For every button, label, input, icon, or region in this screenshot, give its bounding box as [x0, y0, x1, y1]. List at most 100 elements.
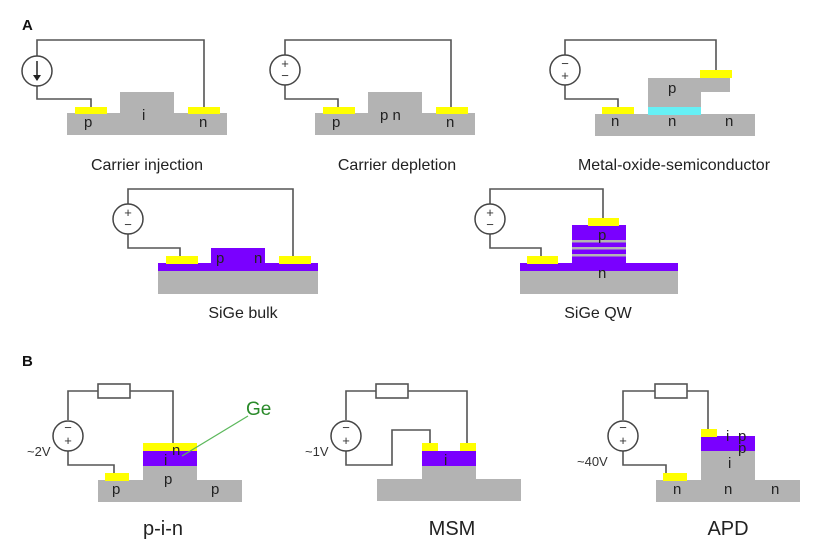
- region-label: n: [446, 114, 454, 131]
- wire-bottom: [564, 84, 619, 108]
- device-carrier-depletion: + − p p n n Carrier depletion: [269, 39, 475, 174]
- panel-label-b: B: [22, 353, 33, 370]
- svg-text:+: +: [561, 68, 569, 83]
- device-carrier-injection: p i n Carrier injection: [21, 39, 227, 174]
- voltage-source-icon: + −: [474, 203, 506, 235]
- region-label: p: [668, 80, 676, 97]
- wire-top: [622, 390, 709, 429]
- wire-bottom: [345, 429, 431, 466]
- gate-oxide: [648, 107, 701, 115]
- substrate: [595, 114, 755, 136]
- svg-text:−: −: [486, 217, 494, 232]
- substrate: [315, 113, 475, 135]
- rib: [120, 92, 174, 114]
- region-label: n: [725, 113, 733, 130]
- device-p-i-n: − + ~2V Ge n i p p p p-i-n: [27, 383, 271, 540]
- wire-bottom: [36, 85, 92, 108]
- svg-text:−: −: [124, 217, 132, 232]
- region-label: p: [738, 440, 746, 457]
- region-label: n: [771, 481, 779, 498]
- wire-top: [489, 188, 604, 218]
- resistor-icon: [97, 383, 131, 399]
- region-label: n: [668, 113, 676, 130]
- contact-n: [188, 107, 220, 114]
- bias-voltage: ~1V: [305, 444, 329, 459]
- wire-bottom: [622, 450, 667, 474]
- wire-bottom: [67, 450, 115, 475]
- contact-p: [323, 107, 355, 114]
- resistor-icon: [654, 383, 688, 399]
- svg-text:+: +: [64, 433, 72, 448]
- wire-top: [284, 39, 452, 108]
- wire-top: [127, 188, 294, 257]
- region-label: p: [598, 227, 606, 244]
- contact-metal-2: [460, 443, 476, 451]
- region-label: p: [84, 114, 92, 131]
- resistor-icon: [375, 383, 409, 399]
- bias-voltage: ~2V: [27, 444, 51, 459]
- mesa: [701, 450, 755, 481]
- device-sige-bulk: + − p n SiGe bulk: [112, 188, 318, 322]
- region-label: n: [598, 265, 606, 282]
- ge-callout: Ge: [246, 399, 271, 420]
- region-label: n: [611, 113, 619, 130]
- wire-bottom: [284, 84, 339, 108]
- region-label: p: [216, 250, 224, 267]
- region-label: i: [142, 107, 145, 124]
- contact-p: [105, 473, 129, 481]
- wire-top: [67, 390, 174, 443]
- substrate: [520, 270, 678, 294]
- ge-absorber: [701, 436, 755, 451]
- region-label: i: [728, 455, 731, 472]
- svg-text:−: −: [281, 68, 289, 83]
- voltage-source-icon: − +: [330, 420, 362, 452]
- substrate: [158, 270, 318, 294]
- substrate: [656, 480, 800, 502]
- substrate: [98, 480, 242, 502]
- wire-top: [564, 39, 717, 70]
- region-label: p: [164, 471, 172, 488]
- contact-p: [166, 256, 198, 264]
- rib: [422, 465, 476, 480]
- wire-top: [345, 390, 468, 443]
- svg-text:+: +: [342, 433, 350, 448]
- contact-n: [527, 256, 558, 264]
- sige-layer: [520, 263, 678, 271]
- bias-voltage: ~40V: [577, 454, 608, 469]
- region-label: p: [332, 114, 340, 131]
- region-label: p: [738, 428, 746, 445]
- voltage-source-icon: − +: [52, 420, 84, 452]
- quantum-well: [572, 240, 626, 243]
- contact-n: [143, 443, 197, 451]
- device-apd: − + ~40V i p p i n n n APD: [577, 383, 800, 540]
- current-source-icon: [21, 55, 53, 87]
- caption: SiGe bulk: [208, 305, 278, 322]
- voltage-source-icon: − +: [549, 54, 581, 86]
- device-sige-qw: + − p n SiGe QW: [474, 188, 678, 322]
- panel-label-a: A: [22, 17, 33, 34]
- region-label: p: [211, 481, 219, 498]
- contact-n: [663, 473, 687, 481]
- contact-n: [279, 256, 311, 264]
- svg-text:+: +: [281, 56, 289, 71]
- region-label: i: [726, 428, 729, 445]
- sige-layer: [158, 263, 318, 271]
- ge-layer: [143, 451, 197, 466]
- wire-bottom: [489, 233, 542, 257]
- qw-stack: [572, 225, 626, 264]
- svg-text:+: +: [619, 433, 627, 448]
- voltage-source-icon: − +: [607, 420, 639, 452]
- caption: p-i-n: [143, 518, 183, 540]
- gate-extension: [700, 78, 730, 92]
- svg-text:−: −: [64, 420, 72, 435]
- caption: MSM: [429, 518, 476, 540]
- voltage-source-icon: + −: [269, 54, 301, 86]
- wire-top: [36, 39, 205, 108]
- region-label: n: [254, 250, 262, 267]
- caption: SiGe QW: [564, 305, 632, 322]
- region-label: p n: [380, 107, 401, 124]
- caption: Metal-oxide-semiconductor: [578, 157, 771, 174]
- contact-metal-1: [422, 443, 438, 451]
- caption: Carrier injection: [91, 157, 203, 174]
